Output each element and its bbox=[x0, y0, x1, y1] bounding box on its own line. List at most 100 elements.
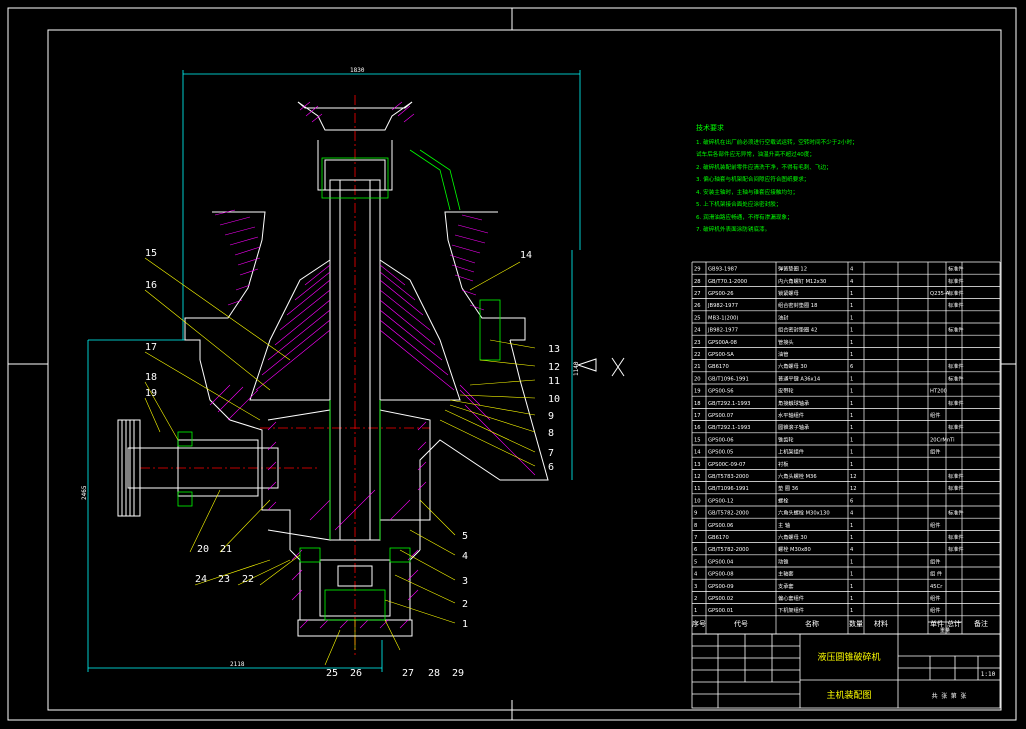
table-cell: GPS00-09 bbox=[708, 584, 734, 590]
table-cell: 内六角螺钉 M12x30 bbox=[778, 277, 826, 285]
table-cell: 17 bbox=[694, 413, 701, 419]
table-cell: 45Cr bbox=[930, 584, 943, 590]
table-cell: GB/T70.1-2000 bbox=[708, 279, 747, 285]
table-cell: GPS00.05 bbox=[708, 450, 733, 456]
table-cell: GPS00-12 bbox=[708, 498, 734, 504]
table-header-cell: 单件 bbox=[930, 619, 944, 628]
table-cell: 锥齿轮 bbox=[778, 435, 794, 443]
table-cell: GB/T292.1-1993 bbox=[708, 401, 750, 407]
tech-note-line: 5. 上下机架接合面处应涂密封胶； bbox=[696, 200, 781, 208]
table-cell: 1 bbox=[850, 608, 853, 614]
table-cell: 4 bbox=[850, 267, 854, 273]
part-label: 21 bbox=[220, 544, 232, 555]
table-cell: 皮带轮 bbox=[778, 387, 794, 395]
table-cell: 1 bbox=[850, 559, 853, 565]
table-cell: 标准件 bbox=[948, 289, 964, 297]
table-cell: Q235-A bbox=[930, 291, 950, 297]
table-cell: 标准件 bbox=[948, 362, 964, 370]
table-cell: 标准件 bbox=[948, 509, 964, 517]
crusher-outline bbox=[117, 101, 549, 637]
table-cell: GPS00-06 bbox=[708, 437, 734, 443]
table-header-sub: 重量 bbox=[940, 627, 950, 634]
title-scale: 1:10 bbox=[981, 671, 996, 678]
section-hatch bbox=[209, 101, 536, 629]
table-cell: 主轴套 bbox=[778, 570, 794, 578]
part-label: 4 bbox=[462, 551, 468, 562]
table-cell: 1 bbox=[850, 572, 853, 578]
table-header-cell: 备注 bbox=[974, 619, 988, 628]
table-cell: GPS00C-09-07 bbox=[708, 462, 746, 468]
part-label: 6 bbox=[548, 462, 554, 473]
table-cell: 六角头螺栓 M36 bbox=[778, 472, 817, 480]
table-cell: 标准件 bbox=[948, 265, 964, 273]
dim-bottom-width: 2118 bbox=[230, 661, 245, 668]
table-cell: 13 bbox=[694, 462, 701, 468]
table-cell: 螺栓 M30x80 bbox=[778, 545, 811, 553]
table-cell: GPS00.01 bbox=[708, 608, 733, 614]
table-cell: 1 bbox=[850, 389, 853, 395]
table-cell: 下机架组件 bbox=[778, 606, 804, 614]
table-cell: 1 bbox=[850, 352, 853, 358]
table-cell: 油封 bbox=[778, 313, 788, 321]
part-label: 15 bbox=[145, 248, 157, 259]
table-cell: 4 bbox=[850, 279, 854, 285]
title-sheets: 共 张 第 张 bbox=[932, 692, 967, 700]
table-cell: GB93-1987 bbox=[708, 267, 737, 273]
table-cell: 12 bbox=[850, 486, 857, 492]
table-cell: 1 bbox=[850, 450, 853, 456]
table-cell: 1 bbox=[850, 584, 853, 590]
tech-note-line: 2. 破碎机装配前零件应清洗干净，不得有毛刺、飞边； bbox=[696, 163, 832, 171]
table-cell: 1 bbox=[850, 437, 853, 443]
table-cell: 1 bbox=[850, 340, 853, 346]
table-cell: 10 bbox=[694, 498, 701, 504]
part-label: 25 bbox=[326, 668, 338, 679]
table-cell: 标准件 bbox=[948, 374, 964, 382]
table-cell: 标准件 bbox=[948, 277, 964, 285]
part-label: 3 bbox=[462, 576, 468, 587]
table-cell: GB/T5782-2000 bbox=[708, 547, 749, 553]
table-cell: GB6170 bbox=[708, 364, 729, 370]
table-cell: 20 bbox=[694, 376, 701, 382]
table-cell: GPS00.02 bbox=[708, 596, 733, 602]
table-cell: 普通平键 A36x14 bbox=[778, 374, 821, 382]
part-label: 20 bbox=[197, 544, 209, 555]
table-header-cell: 数量 bbox=[849, 619, 863, 628]
table-cell: 21 bbox=[694, 364, 701, 370]
dim-left-height: 2465 bbox=[81, 485, 88, 500]
table-cell: 组件 bbox=[930, 557, 940, 565]
table-cell: 25 bbox=[694, 315, 701, 321]
part-label: 23 bbox=[218, 574, 230, 585]
table-cell: 11 bbox=[694, 486, 701, 492]
table-cell: 弹簧垫圈 12 bbox=[778, 265, 807, 273]
table-cell: GPS00A-08 bbox=[708, 340, 737, 346]
part-label: 9 bbox=[548, 411, 554, 422]
table-cell: 1 bbox=[850, 523, 853, 529]
table-cell: 24 bbox=[694, 328, 701, 334]
centerlines bbox=[140, 95, 430, 655]
table-cell: GPS00-SA bbox=[708, 352, 734, 358]
table-cell: 六角螺母 30 bbox=[778, 533, 807, 541]
table-cell: 管接头 bbox=[778, 338, 794, 346]
table-cell: GPS00-S6 bbox=[708, 389, 734, 395]
table-cell: 12 bbox=[850, 474, 857, 480]
table-cell: 26 bbox=[694, 303, 701, 309]
view-arrow bbox=[576, 357, 625, 377]
table-cell: 4 bbox=[850, 547, 854, 553]
table-cell: 1 bbox=[850, 376, 853, 382]
table-cell: 1 bbox=[850, 315, 853, 321]
table-cell: 4 bbox=[694, 572, 698, 578]
table-cell: 衬板 bbox=[778, 460, 789, 468]
table-cell: 标准件 bbox=[948, 484, 964, 492]
part-label: 11 bbox=[548, 376, 560, 387]
table-cell: 组 件 bbox=[930, 570, 942, 578]
table-cell: 4 bbox=[850, 511, 854, 517]
table-cell: GPS00.04 bbox=[708, 559, 734, 565]
part-label: 10 bbox=[548, 394, 560, 405]
table-cell: 7 bbox=[694, 535, 697, 541]
auxiliary-lines bbox=[177, 149, 501, 621]
tech-notes-heading: 技术要求 bbox=[696, 123, 724, 132]
table-cell: 5 bbox=[694, 559, 697, 565]
part-label: 7 bbox=[548, 448, 554, 459]
